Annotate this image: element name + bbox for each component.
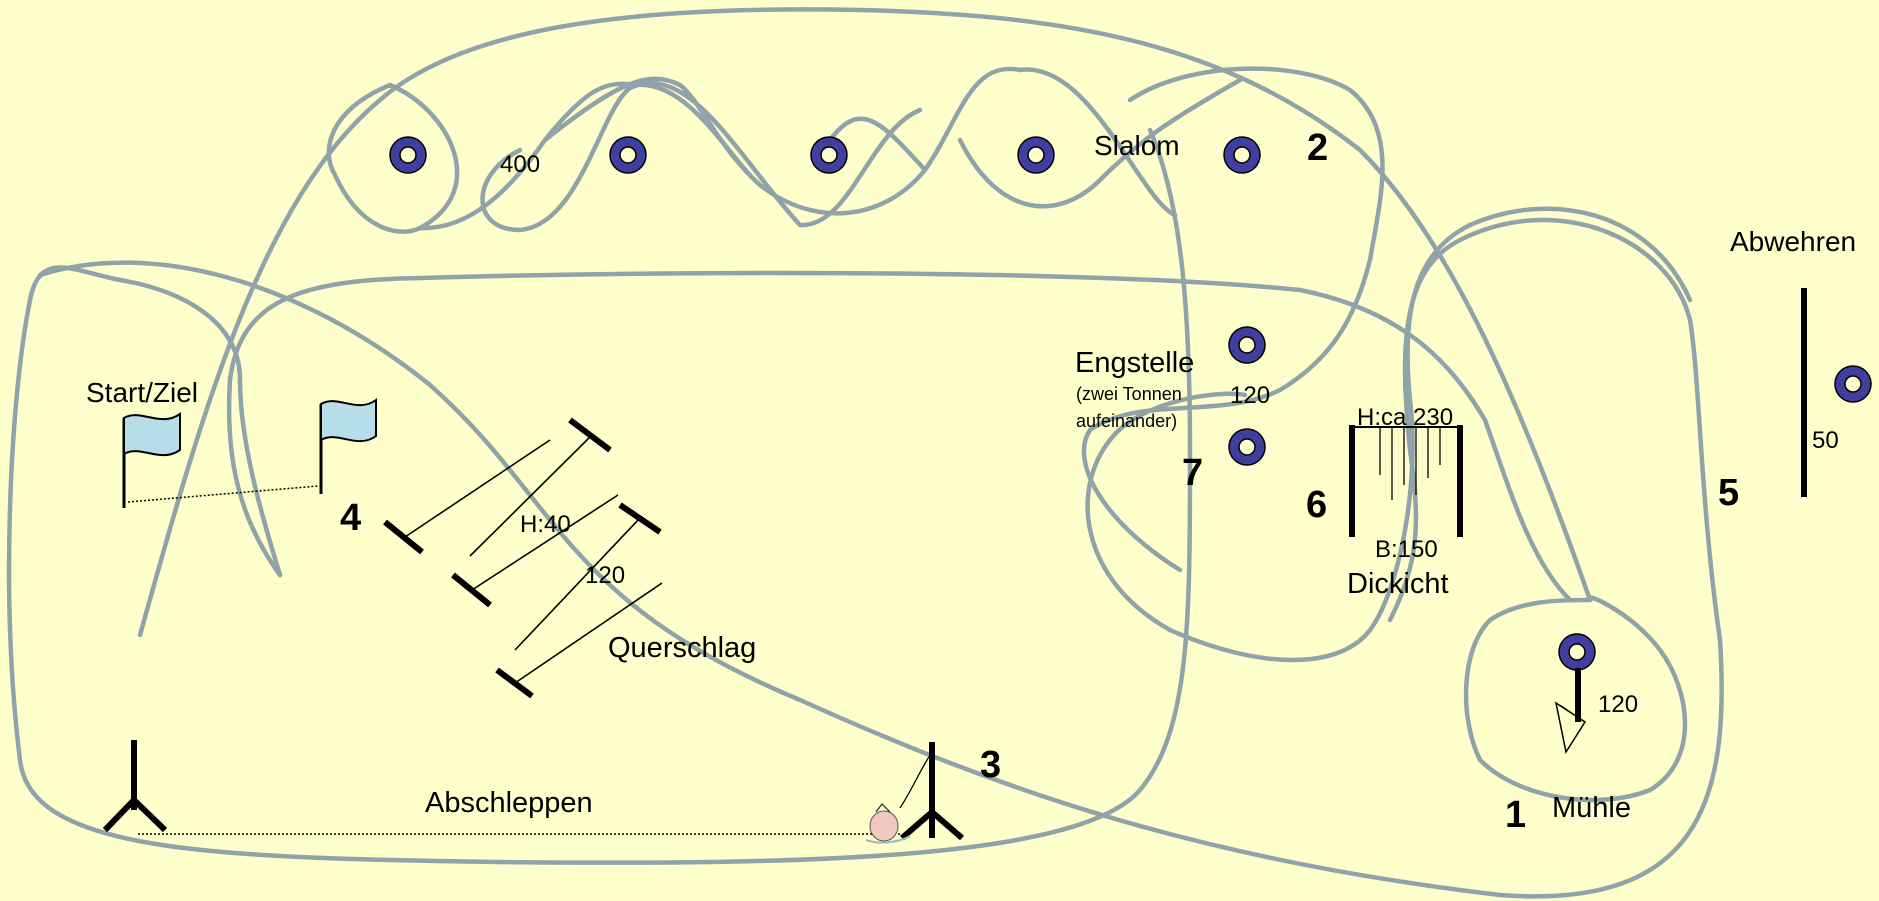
barrel-icon — [389, 136, 427, 174]
route-slalom-loop — [1081, 66, 1385, 573]
station-2: 2 — [1307, 127, 1328, 169]
flag-icon — [319, 398, 377, 494]
abschleppen-label: Abschleppen — [425, 787, 593, 819]
route-slalom-weave — [326, 66, 1243, 234]
tripod-icon — [102, 740, 168, 833]
sack-icon — [865, 803, 911, 844]
station-5: 5 — [1718, 472, 1739, 514]
route-dickicht-loop — [1085, 206, 1693, 663]
abwehren-label: Abwehren — [1730, 226, 1856, 257]
querschlag-obstacle — [383, 417, 663, 699]
barrel-icon — [1558, 633, 1596, 671]
abwehren-distance: 50 — [1812, 427, 1839, 454]
querschlag-height: H:40 — [520, 511, 571, 538]
route-inner-loop — [226, 270, 1573, 603]
barrel-icon — [1228, 428, 1266, 466]
mill-icon — [1554, 668, 1587, 754]
route-muehle-loop — [1463, 595, 1688, 803]
querschlag-label: Querschlag — [608, 632, 756, 664]
engstelle-distance: 120 — [1230, 382, 1270, 409]
dickicht-height: H:ca 230 — [1357, 404, 1453, 431]
slalom-label: Slalom — [1094, 130, 1180, 161]
dickicht-width: B:150 — [1375, 536, 1438, 563]
start-ziel-label: Start/Ziel — [86, 377, 198, 408]
barrel-icon — [1223, 136, 1261, 174]
barrel-icon — [1834, 365, 1872, 403]
engstelle-note-1: (zwei Tonnen — [1076, 384, 1182, 404]
tripod-icon — [899, 742, 964, 841]
muehle-label: Mühle — [1552, 792, 1631, 824]
querschlag-distance: 120 — [585, 562, 625, 589]
route-diagonal — [37, 217, 1724, 899]
route-outer-arc — [137, 7, 1593, 638]
barrel-icon — [1228, 326, 1266, 364]
station-6: 6 — [1306, 484, 1327, 526]
muehle-distance: 120 — [1598, 691, 1638, 718]
engstelle-label: Engstelle — [1075, 347, 1194, 379]
station-1: 1 — [1505, 794, 1526, 836]
barrels — [389, 136, 1872, 671]
engstelle-note-2: aufeinander) — [1076, 411, 1177, 431]
start-flags — [122, 398, 377, 508]
station-7: 7 — [1182, 452, 1203, 494]
slalom-distance: 400 — [500, 151, 540, 178]
abschleppen-obstacle — [102, 740, 964, 844]
route-lines — [6, 7, 1724, 899]
flag-icon — [122, 412, 181, 508]
barrel-icon — [810, 136, 848, 174]
dickicht-obstacle — [1349, 425, 1463, 537]
barrel-icon — [1017, 136, 1055, 174]
station-3: 3 — [980, 744, 1001, 786]
start-line — [127, 485, 319, 503]
route-left-loop — [6, 127, 1193, 865]
barrel-icon — [609, 136, 647, 174]
dickicht-label: Dickicht — [1347, 568, 1449, 600]
station-4: 4 — [340, 497, 361, 539]
